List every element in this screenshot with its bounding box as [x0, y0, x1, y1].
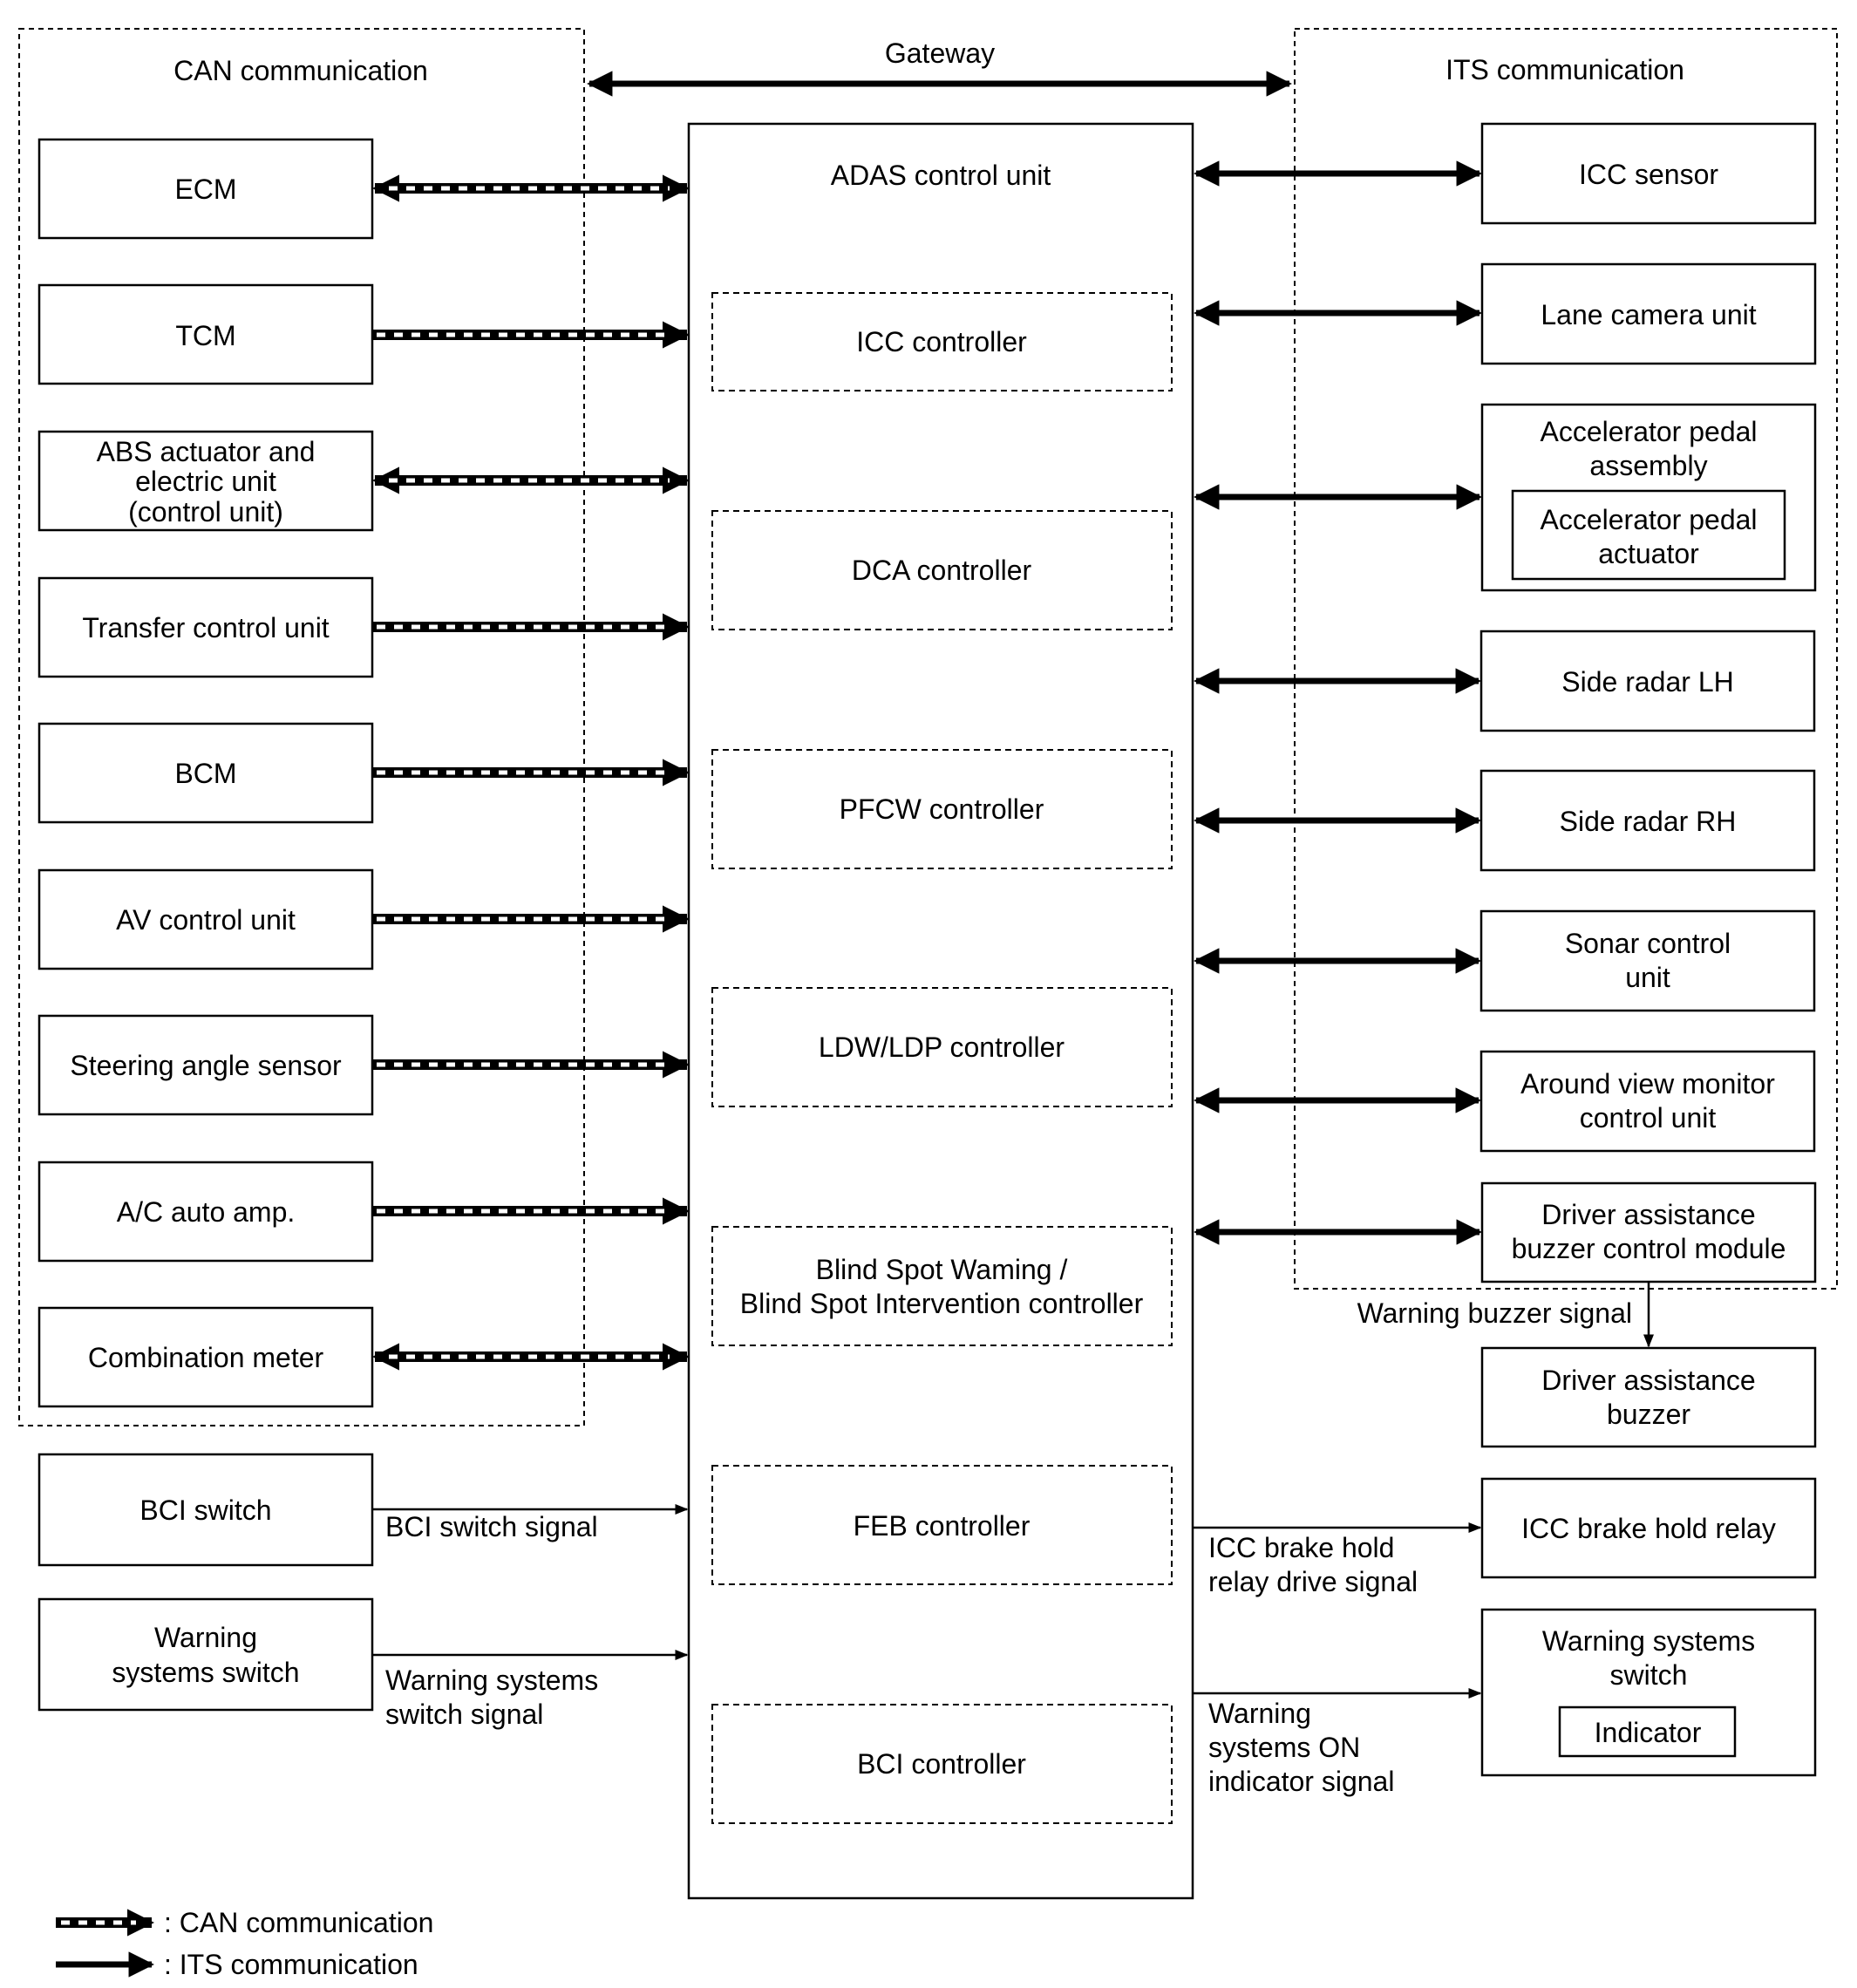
indicator-label: Indicator: [1595, 1717, 1702, 1748]
bsw-controller: Blind Spot Waming / Blind Spot Intervent…: [711, 1226, 1173, 1346]
its-arrows: [1194, 160, 1482, 1245]
ldw-controller: LDW/LDP controller: [711, 987, 1173, 1107]
icc-sensor-box: ICC sensor: [1480, 122, 1817, 225]
bci-controller: BCI controller: [711, 1704, 1173, 1824]
transfer-box: Transfer control unit: [37, 576, 374, 678]
abs-label-1: ABS actuator and: [97, 436, 316, 467]
sonar-box: Sonar control unit: [1479, 909, 1816, 1012]
warning-buzzer-signal-label: Warning buzzer signal: [1357, 1297, 1632, 1329]
legend-its-label: : ITS communication: [164, 1949, 418, 1980]
ac-box: A/C auto amp.: [37, 1161, 374, 1263]
accelerator-pedal-actuator-box: [1511, 489, 1786, 581]
around-view-box: Around view monitor control unit: [1479, 1050, 1816, 1153]
lane-camera-box: Lane camera unit: [1480, 262, 1817, 365]
side-radar-lh-label: Side radar LH: [1561, 666, 1733, 698]
can-region-label: CAN communication: [173, 55, 428, 86]
legend: : CAN communication : ITS communication: [56, 1907, 433, 1980]
gateway-label: Gateway: [885, 37, 995, 69]
buzzer-control-module-label-1: Driver assistance: [1541, 1199, 1755, 1230]
warning-systems-switch-output-label-1: Warning systems: [1542, 1625, 1755, 1657]
bci-controller-label: BCI controller: [857, 1748, 1026, 1780]
can-arrows: [371, 174, 690, 1371]
steering-box: Steering angle sensor: [37, 1014, 374, 1116]
pfcw-controller-label: PFCW controller: [840, 793, 1044, 825]
tcm-box: TCM: [37, 283, 374, 385]
warning-switch-signal-label-2: switch signal: [385, 1699, 543, 1730]
meter-label: Combination meter: [88, 1342, 324, 1373]
can-region: [18, 28, 585, 1426]
av-box: AV control unit: [37, 868, 374, 970]
indicator-signal-label-2: systems ON: [1208, 1732, 1360, 1763]
icc-controller-label: ICC controller: [856, 326, 1027, 357]
its-region-label: ITS communication: [1445, 54, 1684, 85]
warning-switch-box: Warning systems switch: [37, 1597, 374, 1712]
around-view-label-1: Around view monitor: [1520, 1068, 1775, 1100]
accelerator-pedal-actuator-label-1: Accelerator pedal: [1540, 504, 1757, 535]
bci-switch-signal-label: BCI switch signal: [385, 1511, 598, 1542]
brake-hold-signal-label-1: ICC brake hold: [1208, 1532, 1394, 1563]
ecm-label: ECM: [174, 174, 236, 205]
adas-title: ADAS control unit: [831, 160, 1051, 191]
driver-assistance-buzzer-box: Driver assistance buzzer: [1480, 1346, 1817, 1448]
ldw-controller-label: LDW/LDP controller: [819, 1031, 1065, 1063]
brake-hold-relay-box: ICC brake hold relay: [1480, 1477, 1817, 1579]
tcm-label: TCM: [175, 320, 235, 351]
av-label: AV control unit: [116, 904, 296, 936]
pfcw-controller: PFCW controller: [711, 749, 1173, 869]
brake-hold-signal-label-2: relay drive signal: [1208, 1566, 1418, 1597]
steering-label: Steering angle sensor: [70, 1050, 342, 1081]
icc-sensor-label: ICC sensor: [1579, 159, 1718, 190]
accelerator-pedal-actuator-label-2: actuator: [1598, 538, 1699, 569]
ac-label: A/C auto amp.: [117, 1196, 296, 1228]
bsw-controller-label-1: Blind Spot Waming /: [816, 1254, 1068, 1285]
sonar-label-2: unit: [1625, 962, 1670, 993]
its-region: [1294, 28, 1838, 1290]
bcm-label: BCM: [174, 758, 236, 789]
icc-controller: ICC controller: [711, 292, 1173, 391]
indicator-box: [1558, 1705, 1737, 1758]
side-radar-rh-box: Side radar RH: [1479, 769, 1816, 872]
legend-can-label: : CAN communication: [164, 1907, 433, 1938]
ecm-box: ECM: [37, 138, 374, 240]
brake-hold-relay-label: ICC brake hold relay: [1521, 1513, 1776, 1544]
feb-controller-label: FEB controller: [854, 1510, 1031, 1542]
adas-control-unit: [687, 122, 1194, 1900]
buzzer-control-module-box: Driver assistance buzzer control module: [1480, 1181, 1817, 1283]
warning-switch-label-1: Warning: [154, 1622, 257, 1653]
bsw-controller-label-2: Blind Spot Intervention controller: [740, 1288, 1144, 1319]
around-view-label-2: control unit: [1580, 1102, 1717, 1134]
abs-label-2: electric unit: [135, 466, 276, 497]
warning-systems-switch-output-box: Warning systems switch Indicator: [1480, 1608, 1817, 1777]
transfer-label: Transfer control unit: [82, 612, 329, 643]
driver-assistance-buzzer-label-2: buzzer: [1607, 1399, 1690, 1430]
bci-switch-box: BCI switch: [37, 1453, 374, 1567]
warning-switch-signal-label-1: Warning systems: [385, 1665, 598, 1696]
accelerator-pedal-assembly-label-2: assembly: [1589, 450, 1707, 481]
warning-systems-switch-output-label-2: switch: [1610, 1659, 1688, 1691]
accelerator-pedal-assembly-box: Accelerator pedal assembly Accelerator p…: [1480, 403, 1817, 592]
accelerator-pedal-assembly-label-1: Accelerator pedal: [1540, 416, 1757, 447]
indicator-signal-label-3: indicator signal: [1208, 1766, 1394, 1797]
lane-camera-label: Lane camera unit: [1541, 299, 1756, 330]
abs-label-3: (control unit): [128, 496, 283, 528]
buzzer-control-module-label-2: buzzer control module: [1512, 1233, 1786, 1264]
warning-switch-label-2: systems switch: [112, 1657, 299, 1688]
meter-box: Combination meter: [37, 1306, 374, 1408]
dca-controller-label: DCA controller: [852, 555, 1032, 586]
dca-controller: DCA controller: [711, 510, 1173, 630]
sonar-label-1: Sonar control: [1565, 928, 1731, 959]
driver-assistance-buzzer-label-1: Driver assistance: [1541, 1365, 1755, 1396]
indicator-signal-label-1: Warning: [1208, 1698, 1311, 1729]
abs-box: ABS actuator and electric unit (control …: [37, 430, 374, 532]
bci-switch-label: BCI switch: [139, 1494, 271, 1526]
side-radar-lh-box: Side radar LH: [1479, 630, 1816, 732]
side-radar-rh-label: Side radar RH: [1560, 806, 1737, 837]
feb-controller: FEB controller: [711, 1465, 1173, 1585]
bcm-box: BCM: [37, 722, 374, 824]
